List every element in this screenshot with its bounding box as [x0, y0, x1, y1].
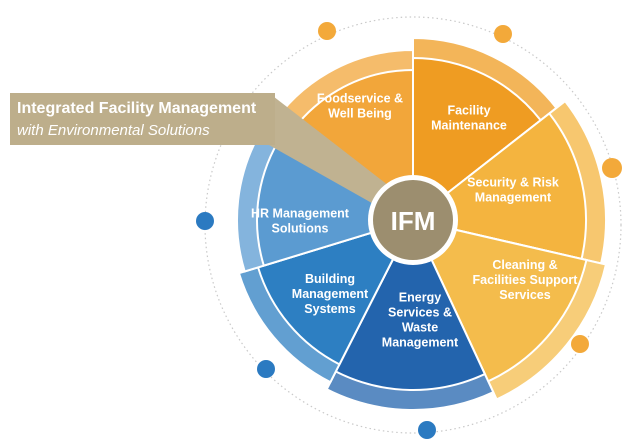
segment-label-line: Systems: [304, 302, 355, 316]
banner-box: [10, 93, 275, 145]
ring-dots: [196, 22, 622, 439]
banner-pointer: [269, 93, 415, 220]
ring-dot-orange: [494, 25, 512, 43]
segment-label-line: Facilities Support: [473, 273, 579, 287]
segment-label-line: Services &: [388, 306, 452, 320]
segment-label-line: Cleaning &: [492, 258, 557, 272]
segment-label-line: Solutions: [272, 222, 329, 236]
segment-label-line: Foodservice &: [317, 92, 403, 106]
ring-dot-blue: [418, 421, 436, 439]
segment-label-line: Waste: [402, 321, 438, 335]
segment-label-line: Energy: [399, 291, 441, 305]
center-hub: IFM: [368, 175, 458, 265]
banner: Integrated Facility Management with Envi…: [10, 93, 415, 220]
segment-label-line: Services: [499, 288, 550, 302]
segment-label-line: Facility: [447, 104, 490, 118]
segment-label-line: HR Management: [251, 207, 350, 221]
ring-dot-orange: [318, 22, 336, 40]
segment-label-line: Management: [292, 287, 369, 301]
ring-dot-orange: [602, 158, 622, 178]
center-hub-circle: [373, 180, 453, 260]
ring-dot-orange: [571, 335, 589, 353]
center-label: IFM: [391, 206, 436, 236]
banner-title: Integrated Facility Management: [17, 100, 257, 117]
segment-label: Foodservice &Well Being: [317, 92, 403, 121]
segment-label-line: Management: [475, 191, 552, 205]
ring-dot-blue: [196, 212, 214, 230]
segment-foodservice: Foodservice &Well Being: [264, 48, 414, 202]
segment-label-line: Well Being: [328, 107, 392, 121]
banner-subtitle: with Environmental Solutions: [17, 122, 210, 139]
segment-label-line: Security & Risk: [467, 176, 559, 190]
segment-label-line: Maintenance: [431, 119, 507, 133]
ring-dot-blue: [257, 360, 275, 378]
segment-label-line: Management: [382, 336, 459, 350]
segment-label-line: Building: [305, 272, 355, 286]
